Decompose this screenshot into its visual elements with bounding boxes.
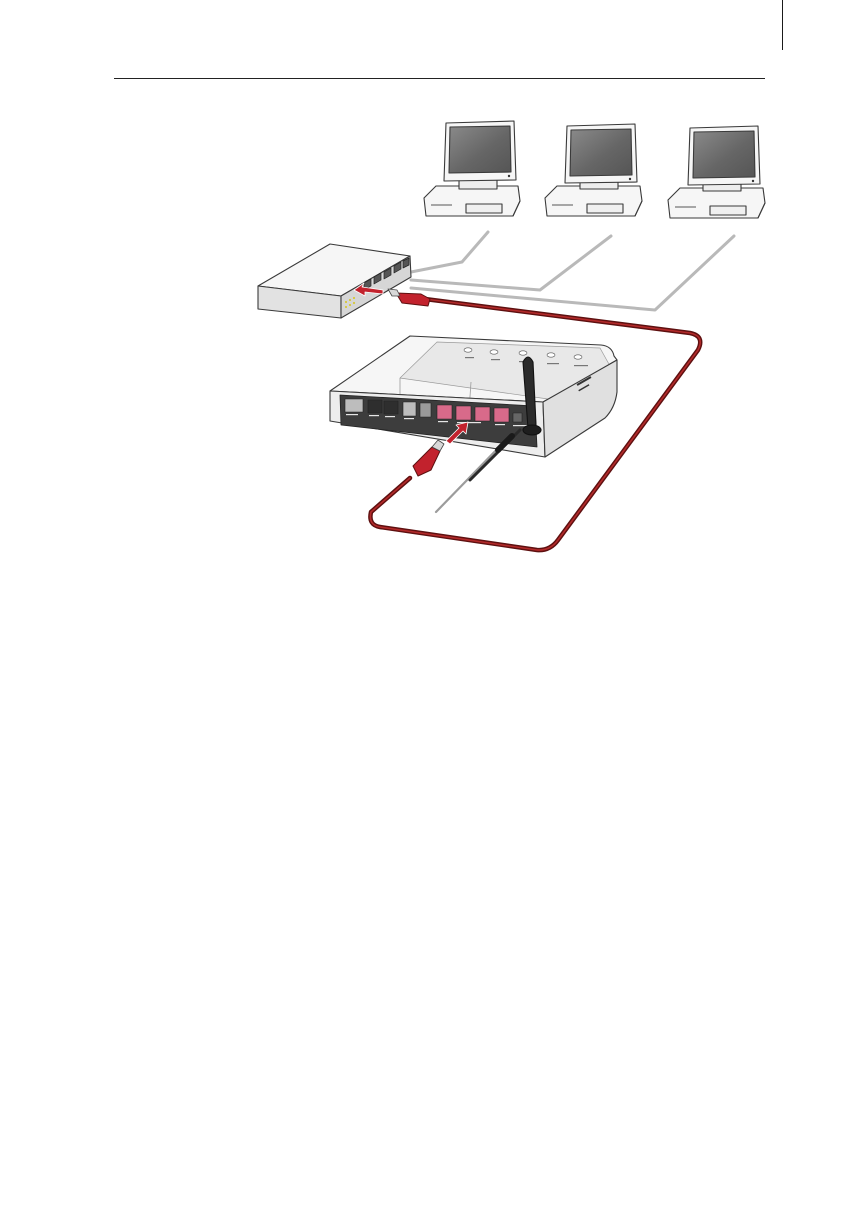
cable-computer-3 [411,236,734,310]
cable-computer-1 [411,232,488,272]
grey-cables [411,232,734,310]
router [330,336,617,457]
computer-3 [668,126,765,218]
computer-1 [424,121,520,216]
cable-computer-2 [411,236,611,290]
computer-2 [545,124,642,216]
network-switch [258,244,411,318]
